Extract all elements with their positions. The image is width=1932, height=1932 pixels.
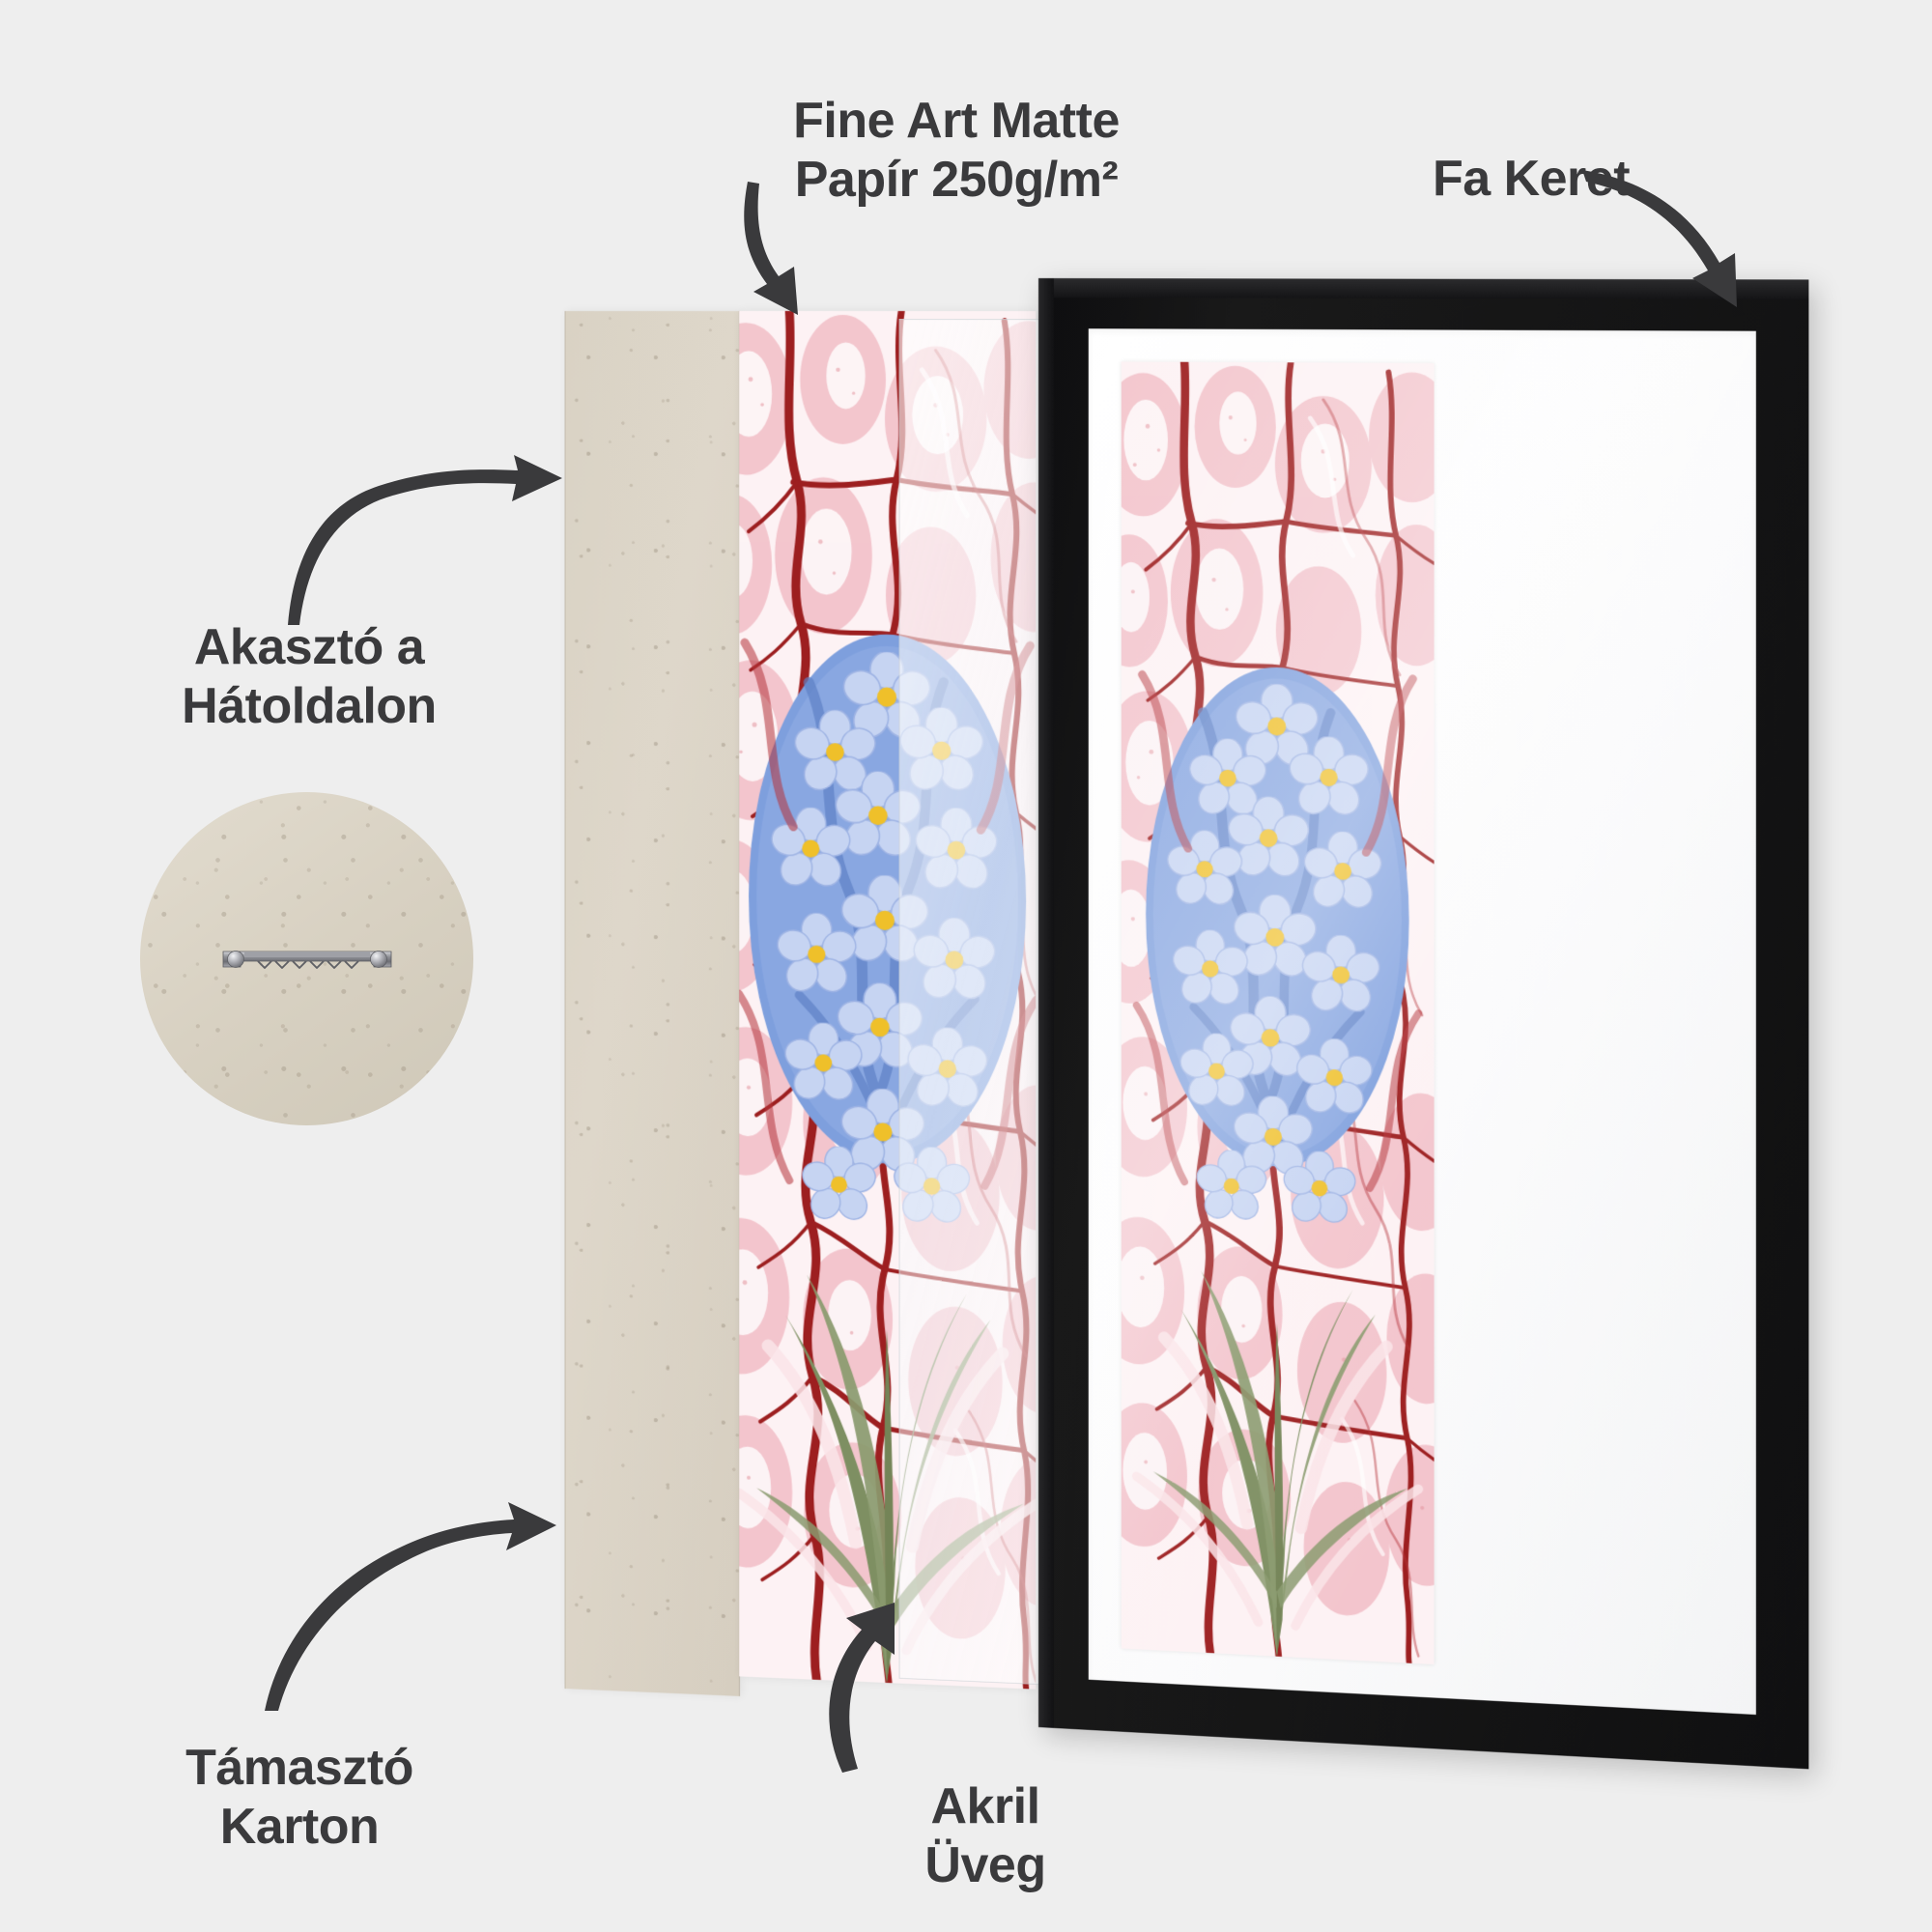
frame-inner-gold-lip [1088, 328, 1756, 1716]
arrow-to-board-icon [265, 1502, 556, 1711]
arrow-to-backing-icon [288, 455, 562, 625]
sawtooth-hanger-icon [222, 950, 391, 969]
arrow-to-frame-icon [1582, 170, 1737, 307]
framed-artwork [1122, 361, 1435, 1664]
frame-white-mat [1088, 328, 1756, 1716]
label-frame: Fa Keret [1432, 151, 1631, 207]
arrow-to-paper-icon [744, 182, 798, 315]
arrow-to-acrylic-icon [829, 1603, 895, 1773]
hanger-detail-circle [140, 792, 473, 1125]
frame-left-bevel [1038, 278, 1054, 1728]
artwork-in-frame [1122, 361, 1435, 1664]
wood-frame-assembly [1038, 278, 1809, 1770]
label-board: Támasztó Karton [185, 1740, 413, 1856]
label-acrylic: Akril Üveg [924, 1778, 1046, 1894]
label-hanger: Akasztó a Hátoldalon [182, 619, 437, 735]
label-paper: Fine Art Matte Papír 250g/m² [793, 93, 1120, 209]
